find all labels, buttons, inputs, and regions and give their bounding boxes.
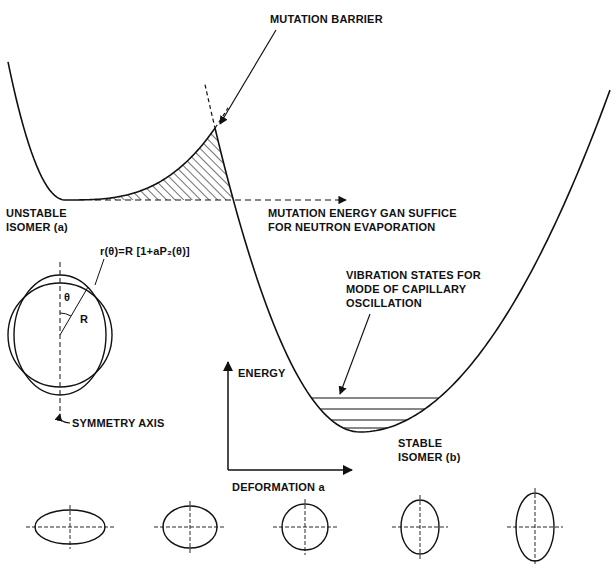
annotation-label: R (80, 312, 88, 326)
nucleus-shape (507, 488, 563, 566)
vibration-leader (340, 314, 370, 394)
vibration-level (343, 427, 387, 428)
hatched-barrier (95, 128, 233, 200)
annotation-label: θ (64, 290, 70, 304)
unstable-well (8, 62, 215, 200)
annotation-label: r(θ)=R [1+aP₂(θ)] (100, 244, 190, 258)
nucleus-shape (392, 495, 448, 559)
annotation-label: VIBRATION STATES FOR MODE OF CAPILLARY O… (346, 268, 481, 310)
vibration-level (320, 408, 425, 409)
annotation-label: UNSTABLE ISOMER (a) (6, 206, 78, 234)
vibration-level (312, 397, 439, 398)
annotation-label: SYMMETRY AXIS (72, 416, 165, 430)
well-extension (215, 108, 228, 128)
deformation-sequence (26, 488, 563, 566)
stable-well (215, 90, 610, 432)
nucleus-shape (273, 499, 337, 555)
energy-level-arrow (95, 199, 346, 200)
annotation-label: MUTATION BARRIER (270, 12, 383, 26)
annotation-label: MUTATION ENERGY GAN SUFFICE FOR NEUTRON … (268, 206, 458, 234)
annotation-label: DEFORMATION a (232, 480, 325, 494)
barrier-leader (220, 30, 276, 124)
annotation-label: ENERGY (238, 366, 286, 380)
vibration-level (331, 419, 407, 420)
energy-axis (227, 362, 229, 470)
nucleus-figure (8, 259, 112, 423)
potential-curves (8, 62, 610, 432)
annotation-label: STABLE ISOMER (b) (398, 436, 478, 464)
well-extension (205, 85, 215, 128)
deformation-axis (228, 469, 352, 471)
nucleus-shape (26, 505, 114, 549)
nucleus-shape (154, 501, 226, 553)
